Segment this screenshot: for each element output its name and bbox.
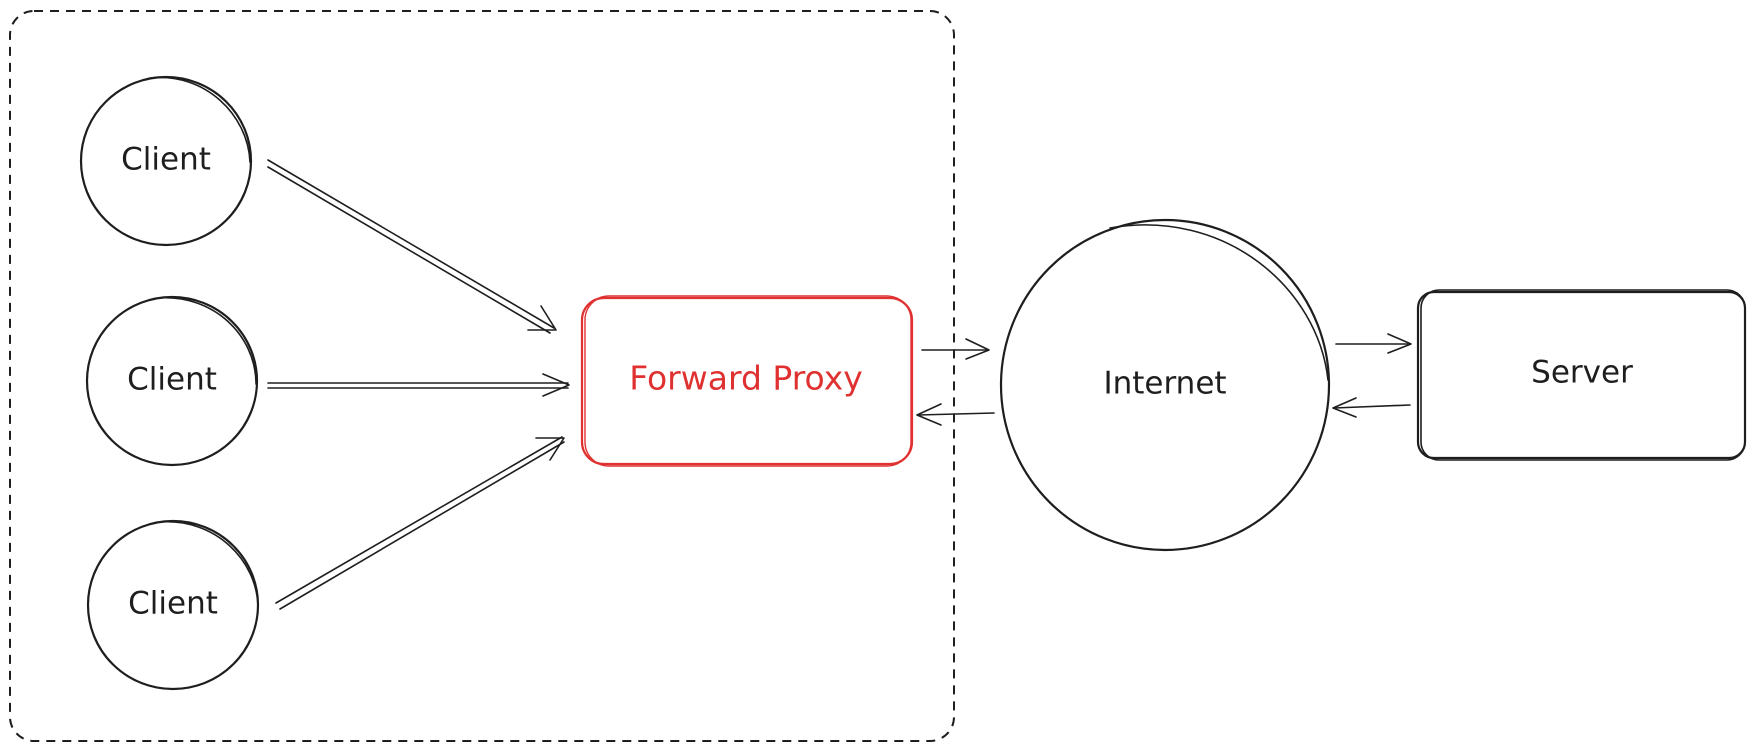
client-node: Client	[79, 75, 253, 247]
forward-proxy-node: Forward Proxy	[580, 295, 914, 467]
client-to-proxy-arrow	[267, 159, 557, 334]
client-to-proxy-arrow	[275, 436, 565, 610]
server-node: Server	[1416, 289, 1747, 461]
internet-to-server-arrow	[1335, 333, 1412, 354]
client-label: Client	[128, 586, 218, 622]
client-to-proxy-arrow	[267, 373, 570, 397]
client-network-boundary	[9, 10, 955, 742]
client-node: Client	[85, 295, 259, 467]
internet-label: Internet	[1103, 366, 1226, 402]
proxy-to-internet-arrow	[921, 338, 990, 360]
server-to-internet-arrow	[1332, 397, 1411, 418]
internet-to-proxy-arrow	[916, 403, 995, 426]
forward-proxy-label: Forward Proxy	[629, 359, 863, 398]
client-label: Client	[127, 362, 217, 398]
server-label: Server	[1531, 355, 1633, 391]
client-node: Client	[86, 519, 260, 691]
internet-node: Internet	[999, 218, 1331, 552]
client-label: Client	[121, 142, 211, 178]
